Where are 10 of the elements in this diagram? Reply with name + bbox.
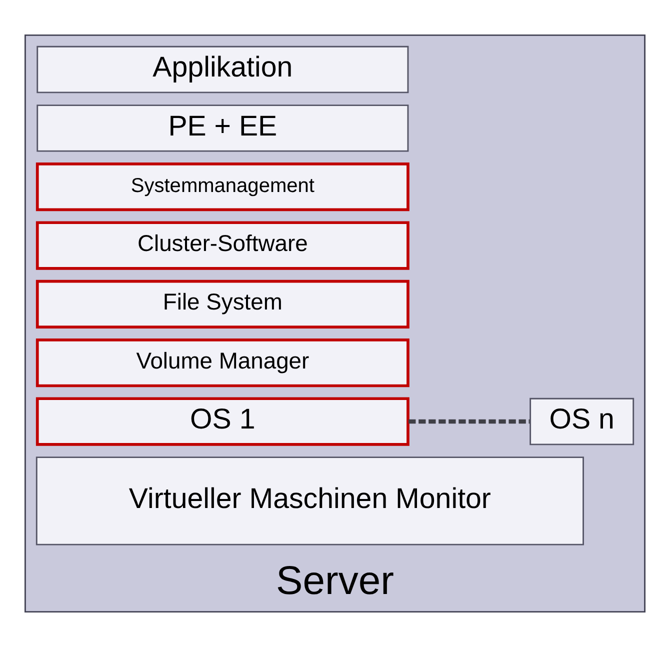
node-box: Volume Manager [36, 338, 410, 388]
node-box: Applikation [36, 46, 409, 94]
node-box: OS 1 [36, 397, 410, 446]
node-box: File System [36, 280, 410, 328]
node-box: Virtueller Maschinen Monitor [36, 456, 584, 546]
node-box: PE + EE [36, 104, 409, 152]
connector [408, 419, 530, 424]
node-box: OS n [530, 398, 634, 446]
node-box: Systemmanagement [36, 162, 410, 212]
node-box: Cluster-Software [36, 221, 410, 270]
